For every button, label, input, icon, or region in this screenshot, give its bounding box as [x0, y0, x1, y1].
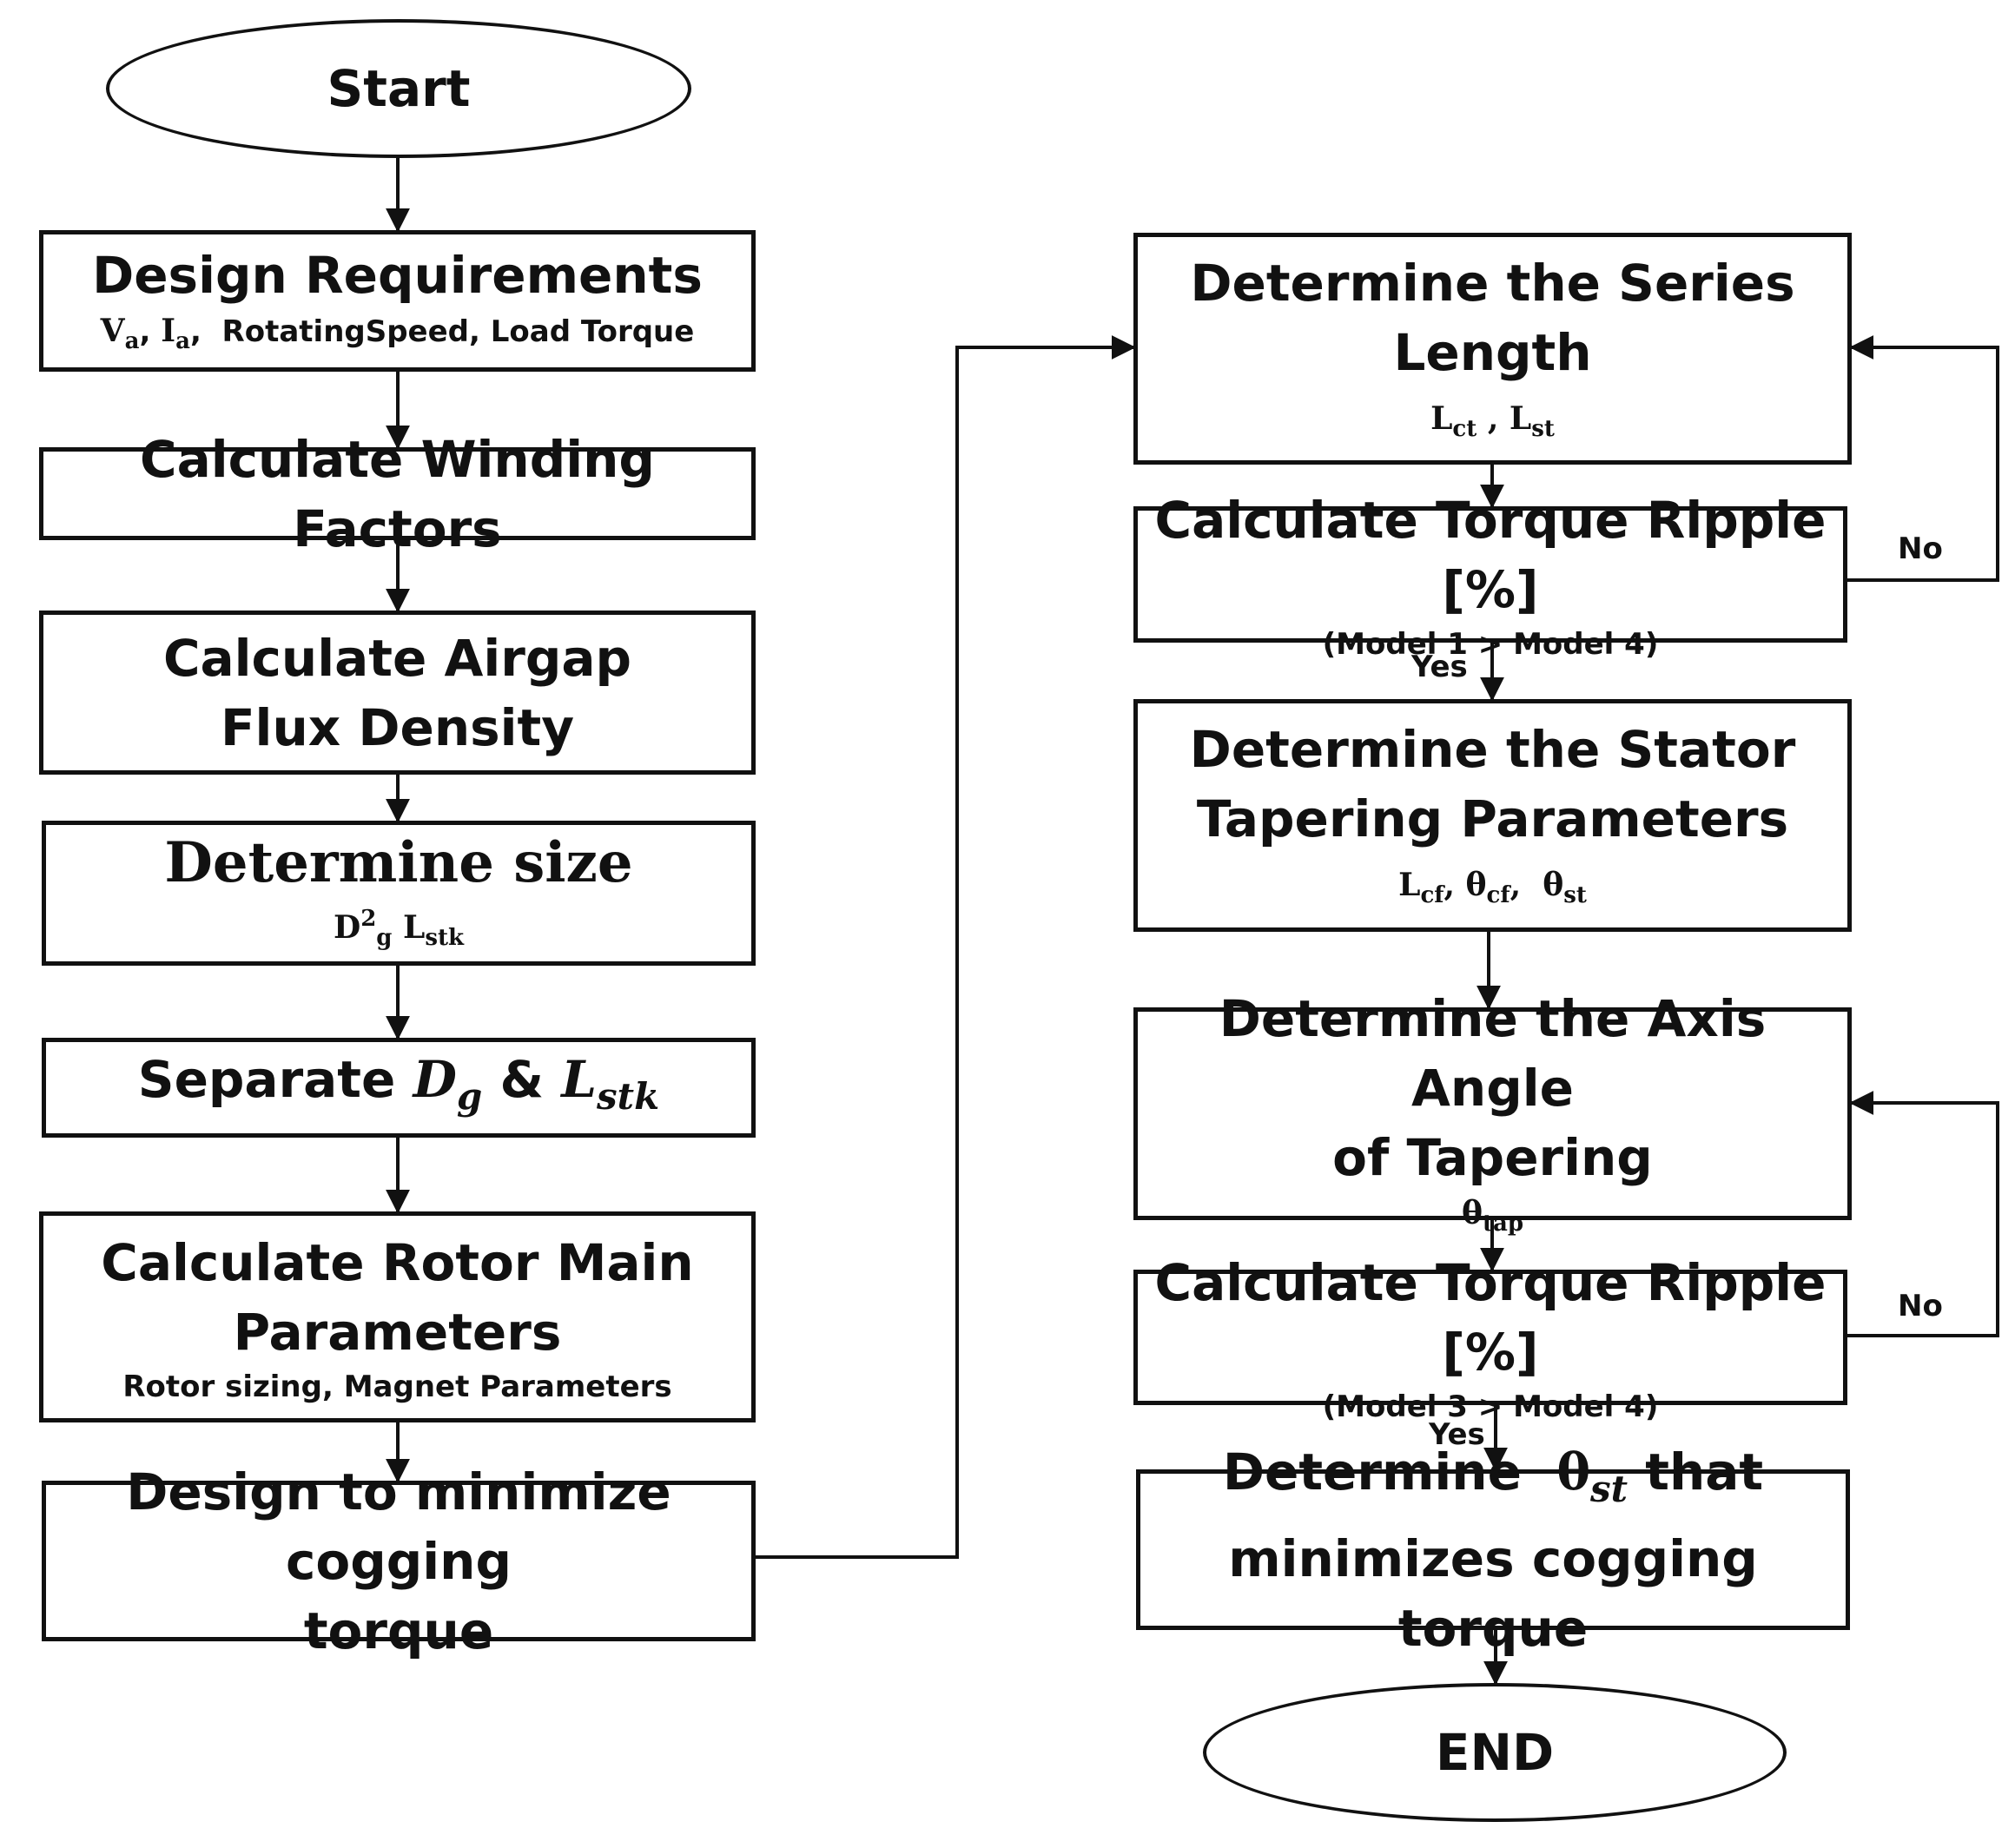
- airgap-flux-box: Calculate Airgap Flux Density: [39, 610, 756, 775]
- axis-angle-line1: Determine the Axis Angle: [1219, 988, 1767, 1118]
- arrow-cogging-to-series: [756, 335, 1136, 1559]
- axis-angle-param: θtap: [1461, 1194, 1524, 1237]
- determine-size-box: Determine size D2g Lstk: [42, 821, 756, 966]
- series-length-line2: Length: [1393, 322, 1592, 382]
- cogging-design-line1: Design to minimize cogging: [126, 1462, 671, 1591]
- stator-tapering-box: Determine the Stator Tapering Parameters…: [1133, 699, 1852, 932]
- torque-ripple-1-title: Calculate Torque Ripple [%]: [1154, 490, 1827, 619]
- axis-angle-line2: of Tapering: [1332, 1127, 1653, 1187]
- design-requirements-params: Va, Ia, RotatingSpeed, Load Torque: [100, 312, 695, 354]
- loop-ripple2-no: [1846, 1091, 1999, 1337]
- series-length-line1: Determine the Series: [1190, 253, 1795, 313]
- series-length-box: Determine the Series Length Lct , Lst: [1133, 233, 1852, 465]
- series-length-params: Lct , Lst: [1430, 399, 1555, 442]
- label-yes-ripple2: Yes: [1429, 1417, 1485, 1452]
- torque-ripple-1-sub: (Model 1 > Model 4): [1322, 626, 1659, 662]
- theta-st-line1: Determine θst that: [1222, 1442, 1764, 1510]
- label-no-ripple2: No: [1898, 1289, 1943, 1323]
- stator-tapering-line1: Determine the Stator: [1189, 720, 1796, 779]
- stator-tapering-line2: Tapering Parameters: [1196, 789, 1789, 848]
- theta-st-box: Determine θst that minimizes cogging tor…: [1136, 1442, 1850, 1658]
- rotor-parameters-box: Calculate Rotor Main Parameters Rotor si…: [39, 1211, 756, 1422]
- airgap-flux-line1: Calculate Airgap: [162, 628, 632, 688]
- torque-ripple-2-sub: (Model 3 > Model 4): [1322, 1389, 1659, 1424]
- end-label: END: [1435, 1723, 1555, 1782]
- winding-factors-label: Calculate Winding Factors: [140, 429, 655, 558]
- determine-size-params: D2g Lstk: [333, 905, 465, 951]
- start-terminal: Start: [106, 19, 691, 158]
- design-requirements-title: Design Requirements: [92, 245, 703, 305]
- torque-ripple-2-title: Calculate Torque Ripple [%]: [1154, 1253, 1827, 1382]
- start-label: Start: [327, 59, 471, 118]
- torque-ripple-1-box: Calculate Torque Ripple [%] (Model 1 > M…: [1133, 491, 1847, 662]
- loop-ripple1-no: [1846, 335, 1999, 582]
- axis-angle-box: Determine the Axis Angle of Tapering θta…: [1133, 989, 1852, 1237]
- design-requirements-box: Design Requirements Va, Ia, RotatingSpee…: [39, 230, 756, 372]
- rotor-parameters-sub: Rotor sizing, Magnet Parameters: [122, 1369, 672, 1404]
- separate-label: Separate Dg & Lstk: [137, 1049, 660, 1118]
- rotor-parameters-line1: Calculate Rotor Main: [101, 1232, 694, 1292]
- label-yes-ripple1: Yes: [1411, 650, 1468, 684]
- winding-factors-box: Calculate Winding Factors: [39, 430, 756, 558]
- separate-box: Separate Dg & Lstk: [42, 1038, 756, 1138]
- torque-ripple-2-box: Calculate Torque Ripple [%] (Model 3 > M…: [1133, 1253, 1847, 1424]
- label-no-ripple1: No: [1898, 531, 1943, 566]
- stator-tapering-params: Lcf, θcf, θst: [1398, 867, 1587, 908]
- rotor-parameters-line2: Parameters: [233, 1302, 562, 1362]
- airgap-flux-line2: Flux Density: [220, 697, 575, 757]
- cogging-design-line2: torque: [303, 1600, 494, 1660]
- determine-size-title: Determine size: [164, 829, 633, 895]
- cogging-design-box: Design to minimize cogging torque: [42, 1462, 756, 1660]
- end-terminal: END: [1203, 1683, 1787, 1822]
- theta-st-line2: minimizes cogging torque: [1228, 1528, 1758, 1658]
